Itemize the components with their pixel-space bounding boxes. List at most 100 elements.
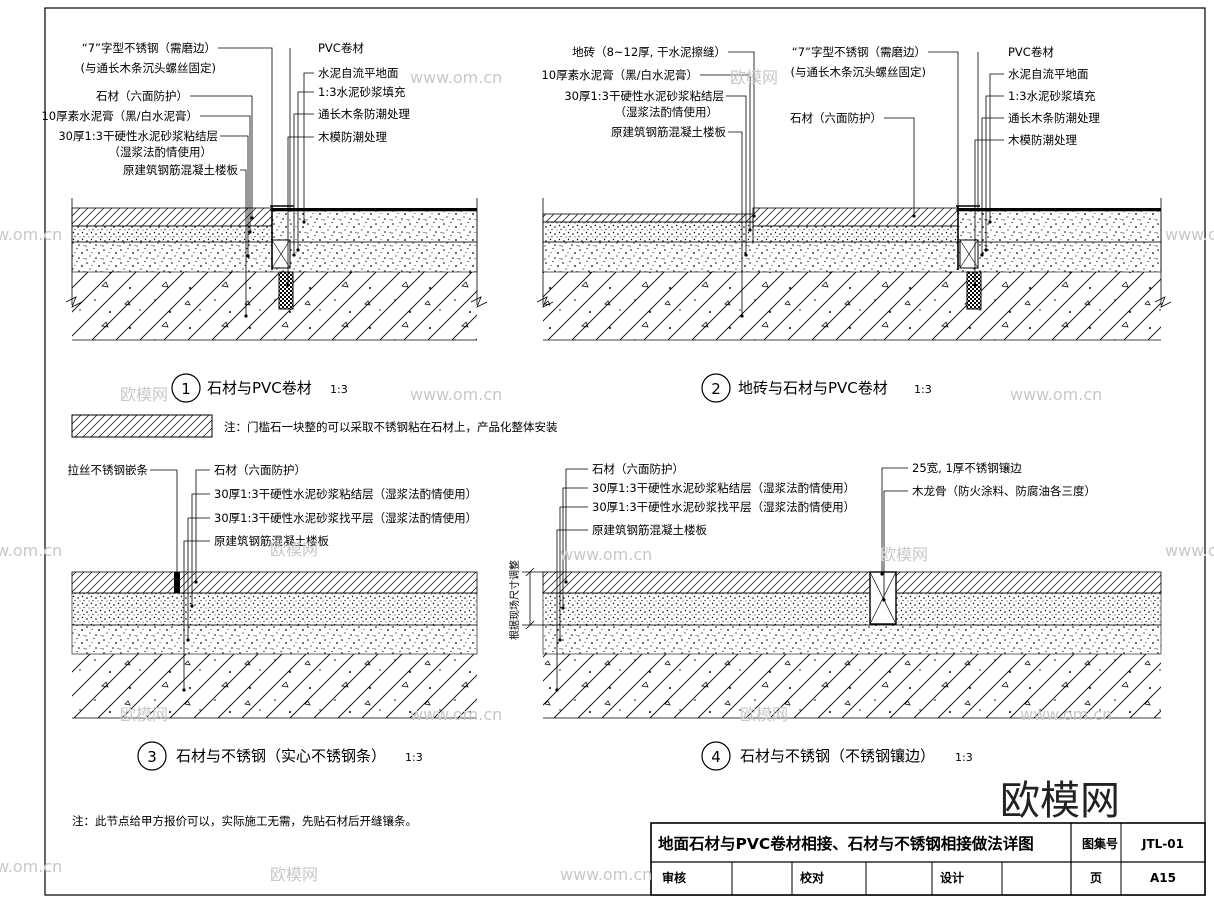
detail-1-stone — [71, 207, 273, 227]
detail-1-label-pvc: PVC卷材 — [318, 41, 364, 55]
title-block-review: 审核 — [662, 870, 686, 885]
detail-2-number-circle — [701, 373, 731, 403]
detail-1-label-slab: 原建筑钢筋混凝土楼板 — [123, 163, 238, 177]
detail-1-label-wood-strip: 通长木条防潮处理 — [318, 107, 410, 121]
title-block-atlas-value: JTL-01 — [1141, 837, 1184, 851]
title-block: 地面石材与PVC卷材相接、石材与不锈钢相接做法详图 图集号 JTL-01 审核 … — [650, 822, 1206, 896]
detail-3-label-leveling: 30厚1:3干硬性水泥砂浆找平层（湿浆法酌情使用） — [214, 511, 477, 525]
title-block-design: 设计 — [940, 870, 964, 885]
detail-2-label-mortar: 30厚1:3干硬性水泥砂浆粘结层 — [564, 89, 724, 103]
watermark-site-6: www.om.cn — [410, 705, 502, 724]
detail-2-tile-paste — [542, 221, 754, 243]
detail-1-label-stone: 石材（六面防护） — [96, 89, 188, 103]
detail-1-self-level — [271, 210, 478, 243]
detail-2-steel-trim — [956, 205, 980, 270]
watermark-site-1: www.om.cn — [410, 68, 502, 87]
detail-2-label-stone: 石材（六面防护） — [790, 111, 882, 125]
mid-note-legend-swatch — [71, 414, 213, 438]
detail-2-tile — [542, 213, 754, 223]
watermark-site-3: www.om.cn — [410, 385, 502, 404]
detail-4-vertical-label: 根据现场尺寸调整 — [508, 560, 521, 640]
detail-3-label-inlay: 拉丝不锈钢嵌条 — [68, 463, 149, 477]
watermarks: 欧模网 欧模网 欧模网 欧模网 欧模网 欧模网 欧模网 欧模网 www.om.c… — [0, 68, 1214, 884]
detail-3-number: 3 — [147, 748, 157, 766]
watermark-site-12: www.om.cn — [1165, 541, 1214, 560]
detail-4-label-keel: 木龙骨（防火涂料、防腐油各三度） — [912, 484, 1096, 498]
detail-3-stone — [71, 571, 478, 594]
detail-1-wood-block — [278, 271, 294, 310]
detail-3-steel-inlay — [174, 572, 180, 593]
watermark-brand-7: 欧模网 — [270, 865, 318, 884]
detail-2-wood-block — [966, 271, 982, 310]
detail-1-label-mortar-note: （湿浆法酌情使用） — [109, 145, 213, 159]
detail-2-title: 地砖与石材与PVC卷材 — [738, 379, 888, 397]
detail-4-number-circle — [701, 741, 731, 771]
detail-1-label-fill: 1:3水泥砂浆填充 — [318, 85, 406, 99]
detail-4-dimension — [522, 567, 545, 630]
title-block-atlas-label: 图集号 — [1082, 836, 1118, 851]
detail-3-label-slab: 原建筑钢筋混凝土楼板 — [214, 534, 329, 548]
mid-note-text: 注：门槛石一块整的可以采取不锈钢粘在石材上，产品化整体安装 — [224, 420, 558, 434]
bottom-note: 注：此节点给甲方报价可以，实际施工无需，先贴石材后开缝镶条。 — [72, 814, 417, 828]
watermark-site-9: www.om.cn — [0, 541, 62, 560]
detail-2-label-tile: 地砖（8~12厚, 干水泥擦缝） — [572, 45, 726, 59]
detail-1-number: 1 — [181, 380, 191, 398]
detail-2-label-self-level: 水泥自流平地面 — [1008, 67, 1089, 81]
detail-1-label-steel: “7”字型不锈钢（需磨边） — [82, 41, 216, 55]
detail-4-number: 4 — [711, 748, 721, 766]
detail-4-label-bonding: 30厚1:3干硬性水泥砂浆粘结层（湿浆法酌情使用） — [592, 481, 855, 495]
detail-3-number-circle — [137, 741, 167, 771]
watermark-site-2: www.om.cn — [1010, 385, 1102, 404]
detail-3-label-bonding: 30厚1:3干硬性水泥砂浆粘结层（湿浆法酌情使用） — [214, 487, 477, 501]
detail-4-label-leveling: 30厚1:3干硬性水泥砂浆找平层（湿浆法酌情使用） — [592, 500, 855, 514]
detail-3-label-stone: 石材（六面防护） — [214, 463, 306, 477]
detail-4-leveling — [542, 624, 1162, 655]
detail-1-number-circle — [171, 373, 201, 403]
detail-2-label-slab: 原建筑钢筋混凝土楼板 — [611, 125, 726, 139]
detail-4: 根据现场尺寸调整 石材（六面防护） 30厚1:3干硬性水泥砂浆粘结层（湿浆法酌情… — [508, 461, 1162, 771]
detail-2-label-steel-note: (与通长木条沉头螺丝固定) — [791, 65, 926, 79]
detail-1-scale: 1:3 — [330, 383, 348, 396]
watermark-brand-1: 欧模网 — [120, 385, 168, 404]
detail-1-label-mortar: 30厚1:3干硬性水泥砂浆粘结层 — [58, 129, 218, 143]
detail-1-cement-paste — [71, 225, 273, 243]
watermark-brand-large: 欧模网 — [1000, 778, 1120, 824]
watermark-site-4: www.om.cn — [560, 545, 652, 564]
detail-1-label-steel-note: (与通长木条沉头螺丝固定) — [81, 61, 216, 75]
detail-1-label-self-level: 水泥自流平地面 — [318, 66, 399, 80]
detail-2-label-wood-strip: 通长木条防潮处理 — [1008, 111, 1100, 125]
watermark-site-5: www.om.cn — [1020, 705, 1112, 724]
detail-1-label-wood-block: 木模防潮处理 — [318, 130, 387, 144]
detail-4-title: 石材与不锈钢（不锈钢镶边） — [740, 747, 935, 765]
watermark-brand-3: 欧模网 — [880, 545, 928, 564]
detail-4-bonding — [542, 592, 1162, 626]
detail-2-pvc — [958, 208, 1161, 211]
detail-4-label-stone: 石材（六面防护） — [592, 462, 684, 476]
detail-4-scale: 1:3 — [955, 751, 973, 764]
detail-2-label-paste: 10厚素水泥膏（黑/白水泥膏） — [541, 68, 698, 82]
detail-3-title: 石材与不锈钢（实心不锈钢条） — [176, 747, 386, 765]
title-block-page-label: 页 — [1090, 871, 1102, 885]
detail-2-label-mortar-note: （湿浆法酌情使用） — [615, 105, 719, 119]
title-block-title: 地面石材与PVC卷材相接、石材与不锈钢相接做法详图 — [658, 834, 1034, 853]
detail-4-label-edge: 25宽, 1厚不锈钢镶边 — [912, 461, 1022, 475]
watermark-brand-6: 欧模网 — [740, 705, 788, 724]
detail-1-pvc — [272, 208, 477, 211]
mid-note: 注：门槛石一块整的可以采取不锈钢粘在石材上，产品化整体安装 — [71, 414, 558, 438]
detail-3-scale: 1:3 — [405, 751, 423, 764]
watermark-site-10: www.om.cn — [0, 857, 62, 876]
detail-3: 拉丝不锈钢嵌条 石材（六面防护） 30厚1:3干硬性水泥砂浆粘结层（湿浆法酌情使… — [68, 463, 478, 771]
detail-3-leveling — [71, 624, 478, 655]
title-block-page-value: A15 — [1150, 871, 1176, 885]
detail-2-label-fill: 1:3水泥砂浆填充 — [1008, 89, 1096, 103]
watermark-site-7: www.om.cn — [560, 865, 652, 884]
detail-1: “7”字型不锈钢（需磨边） (与通长木条沉头螺丝固定) 石材（六面防护） 10厚… — [41, 41, 488, 403]
detail-2-self-level — [957, 210, 1162, 243]
detail-2-label-pvc: PVC卷材 — [1008, 45, 1054, 59]
title-block-check: 校对 — [800, 870, 824, 885]
watermark-site-11: www.om.cn — [1165, 225, 1214, 244]
detail-2-scale: 1:3 — [914, 383, 932, 396]
detail-2-stone — [752, 207, 959, 227]
detail-2-number: 2 — [711, 380, 721, 398]
